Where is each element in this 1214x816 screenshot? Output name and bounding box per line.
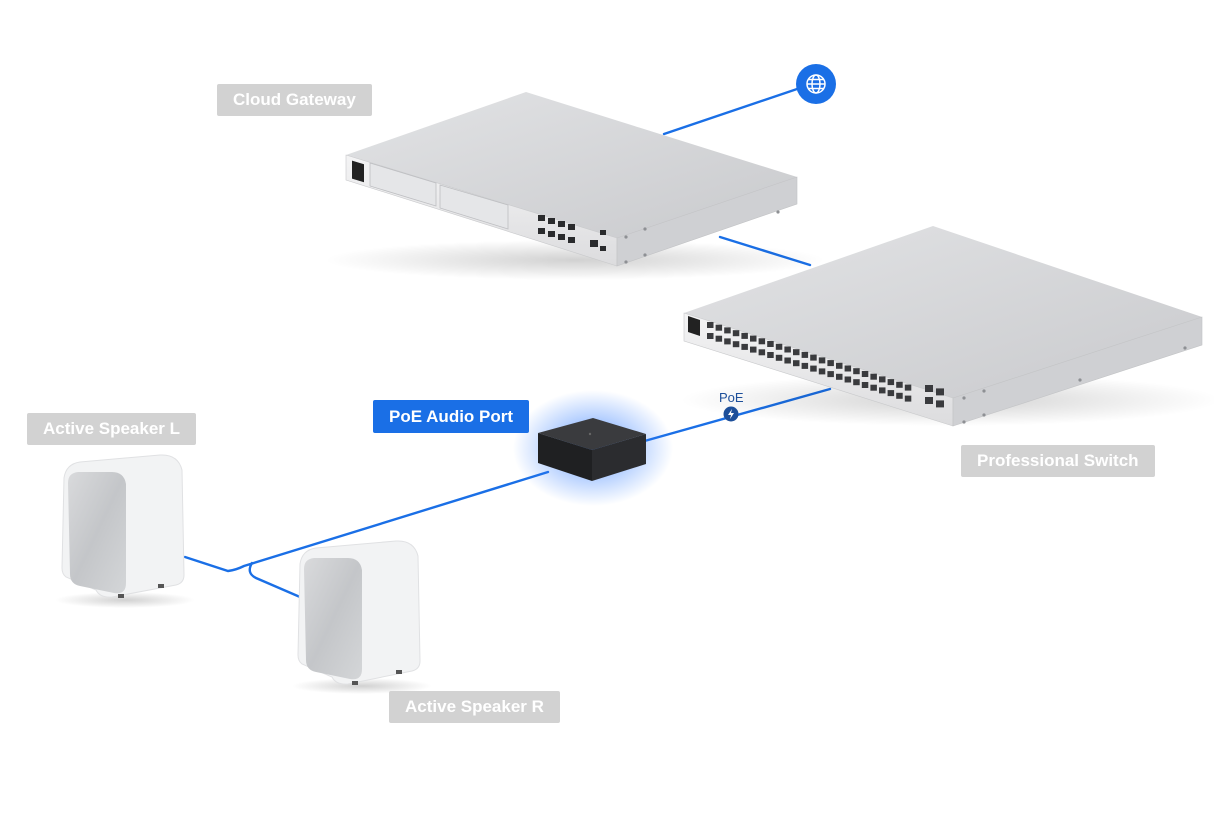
speaker-right-device — [292, 540, 432, 694]
switch-port — [861, 382, 869, 388]
switch-port — [784, 357, 791, 364]
switch-port — [758, 349, 766, 356]
poe-label: PoE — [719, 390, 744, 405]
switch-port — [818, 368, 826, 375]
cloud-gateway-device — [325, 92, 825, 280]
switch-port — [904, 384, 912, 391]
switch-sfp-port — [936, 388, 944, 396]
switch-port — [887, 379, 895, 386]
professional-switch-device — [680, 226, 1214, 427]
switch-port — [853, 379, 860, 386]
switch-port — [775, 354, 783, 361]
switch-sfp-port — [925, 397, 933, 404]
switch-port — [715, 335, 723, 342]
switch-port — [810, 354, 817, 361]
switch-port — [836, 373, 843, 380]
switch-port — [707, 333, 714, 339]
switch-port — [861, 371, 869, 377]
switch-port — [793, 349, 800, 356]
switch-port — [904, 395, 912, 402]
switch-port — [836, 362, 843, 369]
switch-port — [767, 341, 774, 347]
lightning-icon — [723, 406, 739, 422]
switch-port — [767, 352, 774, 358]
switch-port — [741, 343, 748, 350]
switch-port — [707, 322, 714, 328]
switch-port — [844, 376, 852, 383]
switch-port — [801, 362, 809, 369]
switch-port — [879, 376, 886, 383]
switch-sfp-port — [936, 400, 944, 408]
switch-port — [801, 351, 809, 358]
switch-port — [818, 357, 826, 364]
switch-port — [827, 360, 834, 367]
professional-switch-label: Professional Switch — [961, 445, 1155, 477]
switch-port — [784, 346, 791, 353]
switch-port — [724, 327, 731, 334]
switch-port — [732, 330, 740, 337]
switch-port — [896, 392, 903, 399]
link-branch-speaker-right — [248, 561, 302, 599]
speaker-left-device — [55, 454, 195, 608]
switch-port — [741, 332, 748, 339]
switch-port — [827, 371, 834, 378]
switch-port — [724, 338, 731, 345]
switch-port — [732, 341, 740, 348]
switch-port — [879, 387, 886, 394]
switch-port — [750, 335, 757, 342]
switch-port — [887, 390, 895, 397]
switch-port — [844, 365, 852, 372]
switch-port — [896, 381, 903, 388]
switch-port — [853, 368, 860, 375]
switch-port — [715, 324, 723, 331]
speaker-left-label: Active Speaker L — [27, 413, 197, 445]
speaker-right-label: Active Speaker R — [389, 691, 560, 723]
switch-port — [793, 360, 800, 367]
cloud-gateway-label: Cloud Gateway — [217, 84, 372, 116]
globe-icon — [796, 64, 836, 104]
switch-port — [810, 365, 817, 372]
switch-port — [758, 338, 766, 345]
switch-sfp-port — [925, 385, 933, 392]
switch-port — [775, 343, 783, 350]
poe-audio-port-label: PoE Audio Port — [373, 400, 530, 433]
link-gateway-internet — [662, 85, 805, 136]
switch-port — [870, 384, 877, 391]
switch-port — [870, 373, 877, 380]
switch-port — [750, 346, 757, 353]
link-audio-port-speakers — [183, 470, 550, 573]
poe-audio-port-device — [513, 390, 673, 506]
